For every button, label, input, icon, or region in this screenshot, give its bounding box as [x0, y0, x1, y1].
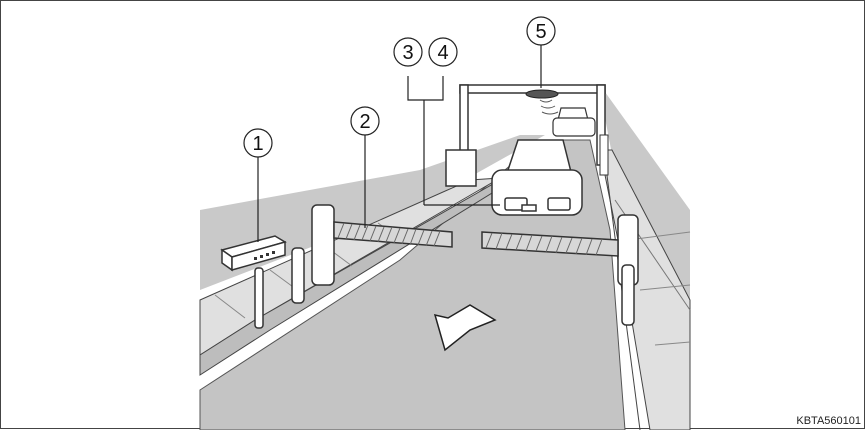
antenna-icon — [526, 90, 558, 98]
callout-2-label: 2 — [359, 111, 370, 133]
signal-waves — [540, 100, 558, 114]
callout-5-label: 5 — [535, 21, 546, 43]
distant-car — [553, 108, 595, 136]
callout-5: 5 — [527, 17, 555, 45]
callout-1: 1 — [244, 129, 272, 157]
figure-code: KBTA560101 — [796, 415, 861, 427]
callout-1-label: 1 — [252, 133, 263, 155]
callout-3: 3 — [394, 38, 422, 66]
callout-2: 2 — [351, 107, 379, 135]
far-post — [600, 135, 608, 175]
callout-4-label: 4 — [437, 42, 448, 64]
roadside-unit-box — [446, 150, 476, 186]
callout-3-label: 3 — [402, 42, 413, 64]
callout-4: 4 — [429, 38, 457, 66]
